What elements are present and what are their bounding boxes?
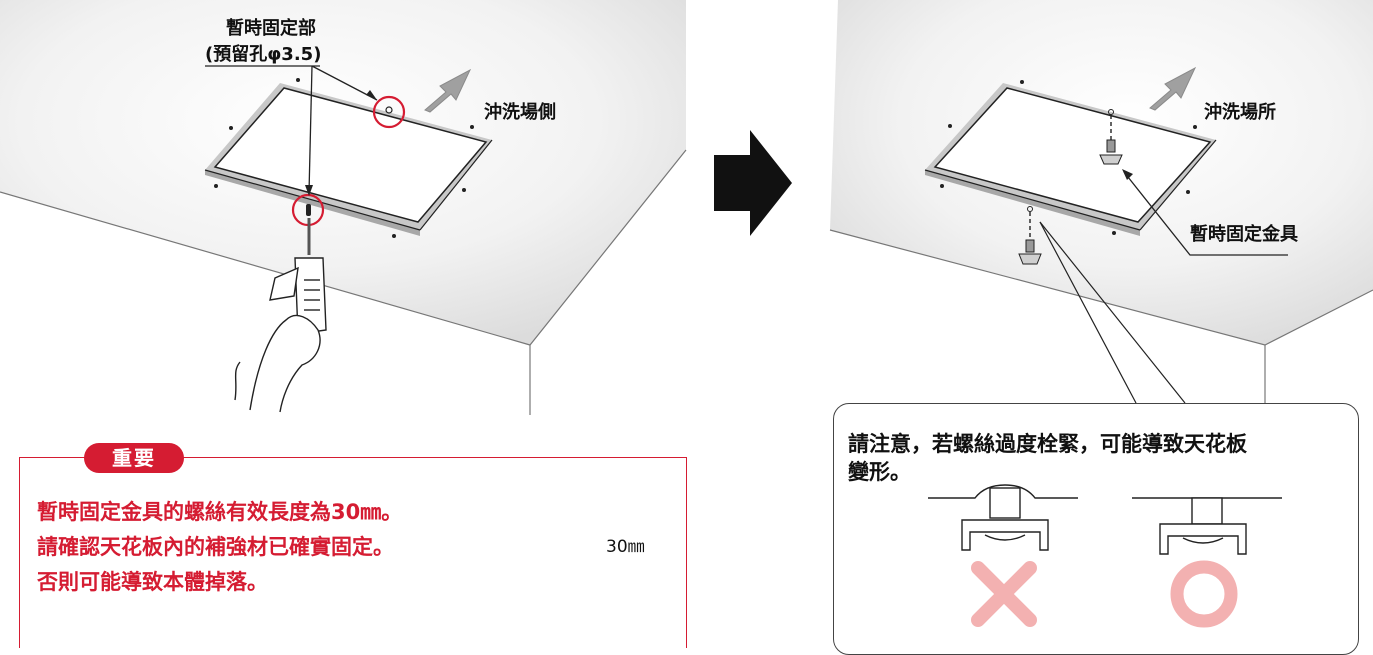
step-arrow bbox=[714, 130, 792, 236]
right-direction-label: 沖洗場所 bbox=[1204, 102, 1276, 123]
right-temp-brackets bbox=[1018, 109, 1123, 265]
warning-line-1: 暫時固定金具的螺絲有效長度為30㎜。 bbox=[37, 500, 403, 524]
warning-line-2: 請確認天花板內的補強材已確實固定。 bbox=[37, 535, 394, 559]
right-direction-arrow bbox=[1149, 66, 1197, 111]
warning-line-3: 否則可能導致本體掉落。 bbox=[37, 570, 268, 594]
important-panel bbox=[19, 457, 687, 648]
left-leader-lines bbox=[205, 65, 378, 194]
note-panel bbox=[833, 403, 1359, 655]
callout-lines bbox=[1039, 221, 1186, 404]
left-direction-label: 沖洗場側 bbox=[484, 102, 556, 123]
dimension-label: 30㎜ bbox=[606, 537, 645, 557]
right-screw-holes bbox=[940, 80, 1197, 235]
left-ceiling-opening bbox=[204, 83, 493, 236]
note-line-1: 請注意，若螺絲過度栓緊，可能導致天花板 bbox=[848, 432, 1247, 456]
temp-fix-label: 暫時固定部 bbox=[226, 18, 316, 39]
note-line-2: 變形。 bbox=[848, 460, 911, 484]
left-direction-arrow bbox=[424, 68, 472, 113]
bracket-label: 暫時固定金具 bbox=[1190, 224, 1298, 245]
left-screw-holes bbox=[214, 78, 474, 238]
important-badge: 重要 bbox=[84, 443, 184, 473]
drill-illustration bbox=[234, 218, 327, 413]
installation-diagram bbox=[0, 0, 1373, 633]
hole-label: (預留孔φ3.5) bbox=[205, 44, 322, 65]
right-ceiling-opening bbox=[924, 83, 1217, 236]
